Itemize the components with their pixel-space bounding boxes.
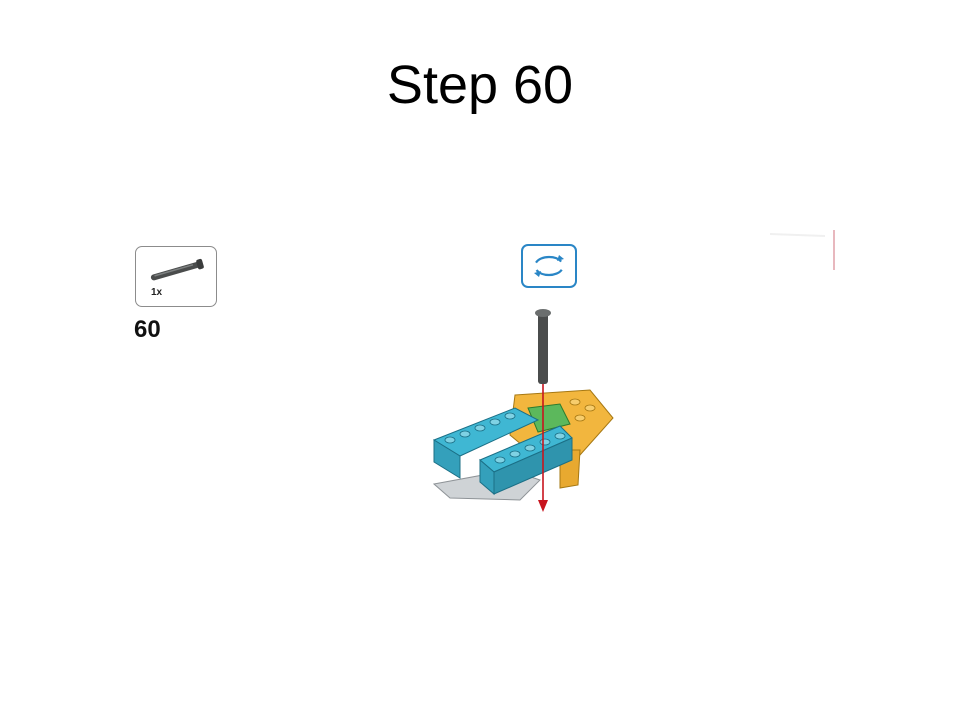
- parts-list-box: 1x: [135, 246, 217, 307]
- rotate-model-icon: [521, 244, 577, 288]
- lego-model-assembly-icon: [432, 309, 614, 512]
- step-number: 60: [134, 316, 161, 343]
- grey-axle-pin-icon: [150, 258, 204, 281]
- page-title: Step 60: [386, 55, 574, 115]
- cropped-artifact-icon: [770, 230, 835, 270]
- part-quantity: 1x: [151, 287, 163, 298]
